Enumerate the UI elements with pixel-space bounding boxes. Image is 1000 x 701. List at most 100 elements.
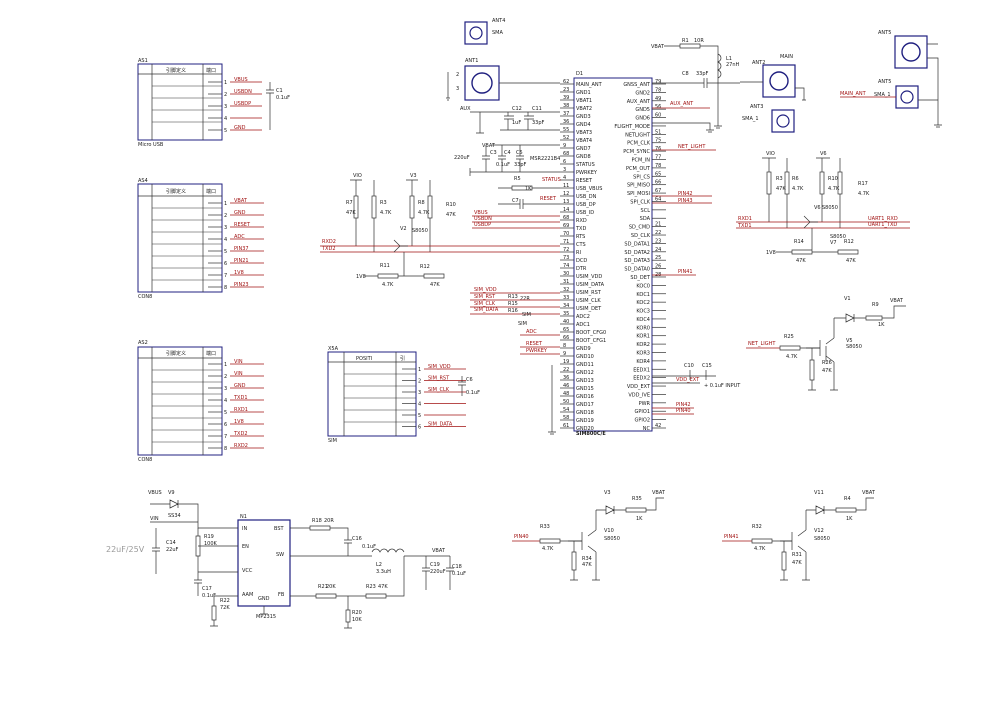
- d1-right-pin-number: 67: [655, 188, 661, 194]
- ls-left-v2: V2: [400, 226, 407, 232]
- as2-pin-number: 1: [224, 362, 227, 368]
- as1-pin-label: VBUS: [234, 77, 248, 83]
- ls-right-v7-ref: V7: [830, 240, 837, 246]
- c5-ref: C5: [516, 150, 523, 156]
- as2-pin-label: VIN: [234, 371, 243, 377]
- d1-left-pin-name: USIM_VDD: [576, 274, 602, 280]
- d1-right-pin-name: KOR2: [636, 342, 650, 348]
- d1-left-pin-name: USB_DN: [576, 194, 597, 200]
- d1-right-pin-name: SD_DATA2: [624, 250, 650, 256]
- as4-pin-number: 8: [224, 285, 227, 291]
- d1-right-pin-name: GNSS_ANT: [623, 82, 651, 88]
- as2-pin-label: VIN: [234, 359, 243, 365]
- d1-left-pin-number: 31: [563, 279, 569, 285]
- ls-left-v2-part: S8050: [412, 228, 428, 234]
- drv41-rtop: R4: [844, 496, 851, 502]
- n1-pin-vcc: VCC: [242, 568, 253, 574]
- d1-right-pin-name: SD_DATA0: [624, 267, 650, 273]
- ps-part-ref: R22: [220, 598, 230, 604]
- ls-left-r12: R12: [420, 264, 430, 270]
- as2-pin-label: RXD2: [234, 443, 248, 449]
- as4-pin-label: PIN37: [234, 246, 249, 252]
- ant5-label: ANT5: [878, 30, 891, 36]
- as4-header-def: 引脚定义: [166, 188, 186, 195]
- d1-right-pin-name: GPIO2: [635, 418, 650, 424]
- ps-part-ref: L2: [376, 562, 382, 568]
- n1-pin-fb: FB: [278, 592, 285, 598]
- ps-part-value: 3.3uH: [376, 569, 391, 575]
- d1-right-pin-name: KOC4: [636, 317, 650, 323]
- d1-right-pin-number: 60: [655, 113, 661, 119]
- sim-vdd-net: SIM_VDD: [474, 287, 497, 293]
- d1-right-pin-name: PCM_SYNC: [623, 149, 650, 155]
- as2-pin-number: 3: [224, 386, 227, 392]
- d1-left-pin-number: 33: [563, 295, 569, 301]
- ls-left-rxd2: RXD2: [322, 239, 336, 245]
- d1-body: [573, 77, 653, 432]
- as1-pin-label: USBDP: [234, 101, 251, 107]
- as1-pin-number: 2: [224, 92, 227, 98]
- x5a-pin-number: 3: [418, 390, 421, 396]
- d1-left-pin-number: 48: [563, 391, 569, 397]
- n1-body: [237, 519, 291, 607]
- ls-right-r6: R6: [792, 176, 799, 182]
- as2-pin-number: 8: [224, 446, 227, 452]
- d1-left-pin-number: 9: [563, 143, 566, 149]
- d1-right-pin-name: KOC2: [636, 300, 650, 306]
- as4-caption: CON8: [138, 294, 152, 300]
- ls-right-uart-txd: UART1_TXD: [868, 222, 897, 228]
- d1-left-pin-number: 58: [563, 415, 569, 421]
- ps-part-value: 72K: [220, 605, 230, 611]
- ls-left-r8-val: 4.7K: [418, 210, 430, 216]
- d1-left-pin-name: USIM_DATA: [576, 282, 605, 288]
- ant3-connector: [771, 109, 795, 133]
- d1-right-pin-number: 26: [655, 264, 661, 270]
- as4-pin-label: 1V8: [234, 270, 244, 276]
- driver-pin41: V11 R4 1K VBAT V12 S8050 PIN41 R32 4.7K …: [722, 490, 876, 581]
- d1-left-pin-name: DTR: [576, 266, 587, 272]
- d1-right-pin-name: AUX_ANT: [627, 99, 651, 105]
- d1-left-pin-number: 66: [563, 335, 569, 341]
- d1-left-pin-number: 62: [563, 79, 569, 85]
- sim-r13: R13: [508, 294, 518, 300]
- d1-left-pin-number: 68: [563, 151, 569, 157]
- d1-right-pin-name: NETLIGHT: [625, 132, 651, 138]
- ls-left-r8: R8: [418, 200, 425, 206]
- ant2-connector: [762, 64, 796, 98]
- r1-ref: R1: [682, 38, 689, 44]
- ls-left-txd2: TXD2: [321, 246, 336, 252]
- d1-left-pin-number: 12: [563, 191, 569, 197]
- as2-pin-number: 2: [224, 374, 227, 380]
- ps-part-ref: R21: [318, 584, 328, 590]
- d1-left-pin-name: GND16: [576, 394, 594, 400]
- d1-right-pin-number: 51: [655, 129, 661, 135]
- d1-left-pin-name: VBAT2: [576, 106, 592, 112]
- drv40-q: V10: [604, 528, 614, 534]
- c11-ref: C11: [532, 106, 542, 112]
- as4-pin-label: PIN23: [234, 282, 249, 288]
- drv40-q-part: S8050: [604, 536, 620, 542]
- as1-pin-label: USBDN: [234, 89, 252, 95]
- d1-right-pin-number: 56: [655, 104, 661, 110]
- ls-left-r10: R10: [446, 202, 456, 208]
- as2-pin-label: RXD1: [234, 407, 248, 413]
- n1-pin-in: IN: [242, 526, 247, 532]
- d1-left-pin-name: ADC1: [576, 322, 590, 328]
- netlight-r25: R25: [784, 334, 794, 340]
- x5a-header-port: 引: [400, 355, 405, 362]
- sim-r13-val: 22R: [520, 296, 530, 302]
- drv40-rbase-val: 4.7K: [542, 546, 554, 552]
- drv41-net: PIN41: [724, 534, 739, 540]
- x5a-pin-number: 4: [418, 402, 421, 408]
- ps-part-value: 47K: [378, 584, 388, 590]
- as4-pin-number: 3: [224, 225, 227, 231]
- ps-part-ref: C19: [430, 562, 440, 568]
- sma1-label: SMA_1: [742, 116, 759, 122]
- ps-part-value: 100K: [204, 541, 218, 547]
- d1-left-pin-name: VBAT4: [576, 138, 592, 144]
- d1-left-pin-number: 69: [563, 223, 569, 229]
- d1-left-pin-number: 6: [563, 159, 566, 165]
- x5a-pin-label: SIM_CLK: [428, 387, 450, 393]
